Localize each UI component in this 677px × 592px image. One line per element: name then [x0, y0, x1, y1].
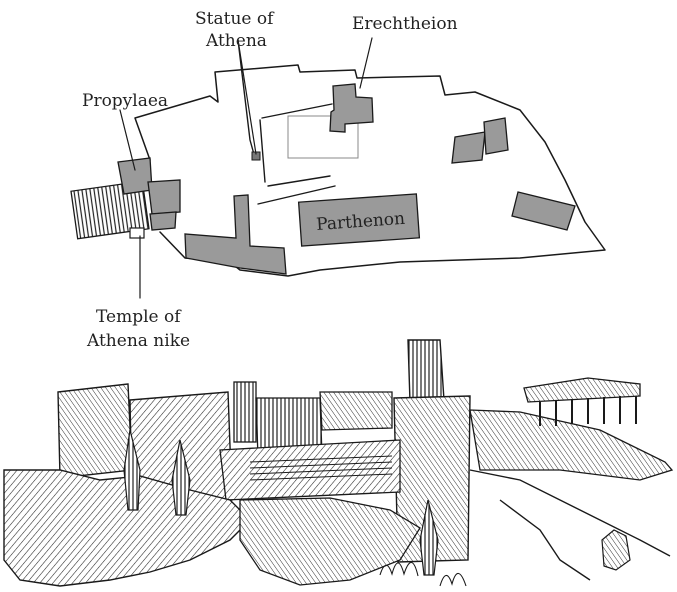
sketch-rock-cliffs-left [3, 469, 251, 587]
label-nike-line2: Athena nike [86, 331, 190, 351]
east-building-1 [451, 131, 486, 164]
old-temple-foundation [287, 115, 359, 159]
plan-inner-wall-3 [267, 175, 331, 187]
sketch-cypress-tree-1 [123, 429, 141, 511]
plan-inner-wall-4 [257, 185, 336, 205]
label-statue-line1: Statue of [195, 9, 275, 29]
sketch-rock-cliffs-center [239, 497, 421, 586]
sketch-nike-bastion [393, 395, 471, 563]
erechtheion-building [329, 83, 374, 133]
sketch-left-bastion [57, 383, 133, 479]
sketch-column-tower [233, 381, 257, 443]
plan-inner-wall-2 [259, 119, 266, 183]
label-propylaea: Propylaea [82, 91, 168, 111]
sketch-parthenon-columns [539, 396, 637, 426]
label-statue-line2: Athena [205, 31, 267, 51]
sketch-foreground-bushes [379, 561, 467, 587]
sketch-parthenon-roof [523, 377, 641, 403]
sketch-nike-tower [407, 339, 445, 403]
east-building-2 [483, 117, 509, 155]
propylaea-wing-south [149, 211, 177, 231]
southwest-stoa [184, 194, 287, 275]
label-erechtheion: Erechtheion [352, 14, 458, 34]
sketch-seated-statue [601, 529, 631, 571]
leader-erechtheion [359, 37, 373, 89]
sketch-middle-terrace [219, 439, 401, 501]
plan-boundary-wall [134, 64, 606, 277]
elevation-sketch [3, 339, 674, 587]
site-plan [70, 37, 606, 299]
sketch-rock-cliffs-right [469, 469, 671, 581]
temple-of-athena-nike-marker [129, 227, 145, 239]
sketch-right-hillside [469, 409, 674, 481]
leader-propylaea [119, 109, 136, 171]
sketch-stairs [249, 455, 393, 481]
leader-statue [237, 39, 257, 155]
sketch-cypress-tree-3 [419, 499, 439, 576]
propylaea-wing-central [147, 179, 181, 215]
sketch-cypress-tree-2 [171, 439, 191, 516]
propylaea-hatched-hall [70, 180, 150, 240]
east-building-3 [511, 191, 576, 231]
label-nike-line1: Temple of [96, 307, 182, 327]
propylaea-wing-north [117, 157, 153, 195]
sketch-colonnade-roof [319, 391, 393, 431]
parthenon-building [297, 193, 421, 247]
plan-inner-wall-5 [261, 103, 333, 119]
